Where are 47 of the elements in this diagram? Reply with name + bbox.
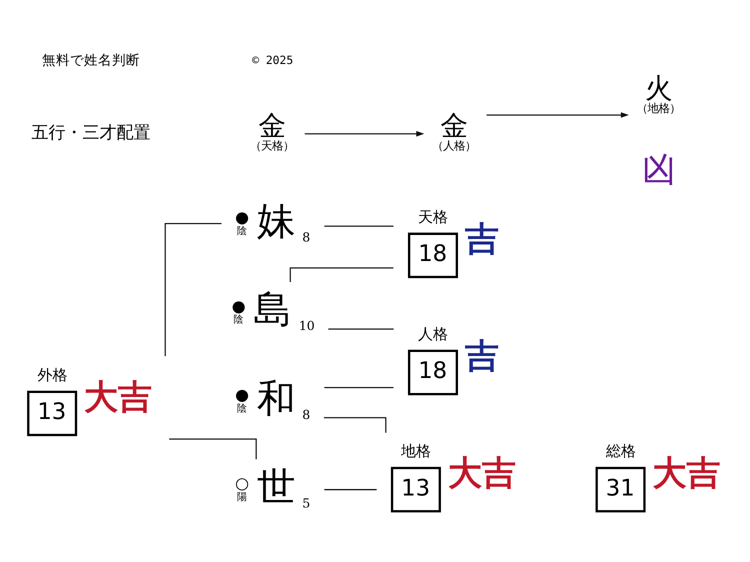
node-box: 13 [27, 390, 78, 436]
node-label: 8 [302, 406, 310, 422]
connector [324, 417, 386, 433]
node-label: 5 [302, 496, 310, 511]
arrow [304, 130, 424, 137]
node-label: 吉 [464, 336, 499, 376]
node-text: 金 （天格） [250, 111, 294, 153]
node-label: ○ [235, 474, 250, 493]
node-label: 大吉 [652, 454, 720, 494]
connector [324, 226, 394, 227]
connector [164, 223, 222, 356]
node-box: 18 [408, 350, 458, 396]
node-label: 総格 [606, 442, 636, 460]
node-text: 島 [253, 288, 292, 333]
label: © 2025 [252, 52, 294, 67]
node-box: 13 [390, 466, 441, 512]
arrow [486, 112, 629, 118]
node-label: ● [235, 208, 250, 227]
node-label: 陰 [236, 403, 247, 414]
label: 無料で姓名判断 [42, 52, 140, 69]
connector [324, 489, 377, 490]
connector [169, 438, 257, 460]
node-label: 地格 [401, 442, 432, 460]
connector [324, 387, 394, 388]
node-text: 金 （人格） [432, 111, 476, 153]
node-text: 火 （地格） [636, 74, 680, 116]
node-label: 天格 [418, 208, 448, 226]
node-label: 大吉 [84, 377, 152, 418]
node-label: 外格 [37, 366, 68, 384]
node-text: 和 [256, 376, 296, 422]
node-box: 31 [596, 466, 646, 512]
connector [328, 328, 394, 330]
node-label: 人格 [418, 326, 448, 343]
node-label: 陽 [236, 492, 247, 504]
node-label: ● [232, 296, 246, 316]
node-text: 世 [256, 465, 296, 510]
node-label: 8 [302, 230, 310, 245]
label: 凶 [642, 150, 676, 190]
node-label: 吉 [464, 219, 499, 260]
label: 五行・三才配置 [31, 122, 150, 143]
node-text: 妹 [256, 199, 296, 244]
node-label: 陰 [236, 226, 247, 238]
node-label: 10 [298, 318, 315, 334]
node-box: 18 [408, 232, 458, 278]
node-label: ● [235, 385, 250, 404]
node-label: 陰 [233, 314, 244, 326]
node-label: 大吉 [448, 454, 516, 494]
